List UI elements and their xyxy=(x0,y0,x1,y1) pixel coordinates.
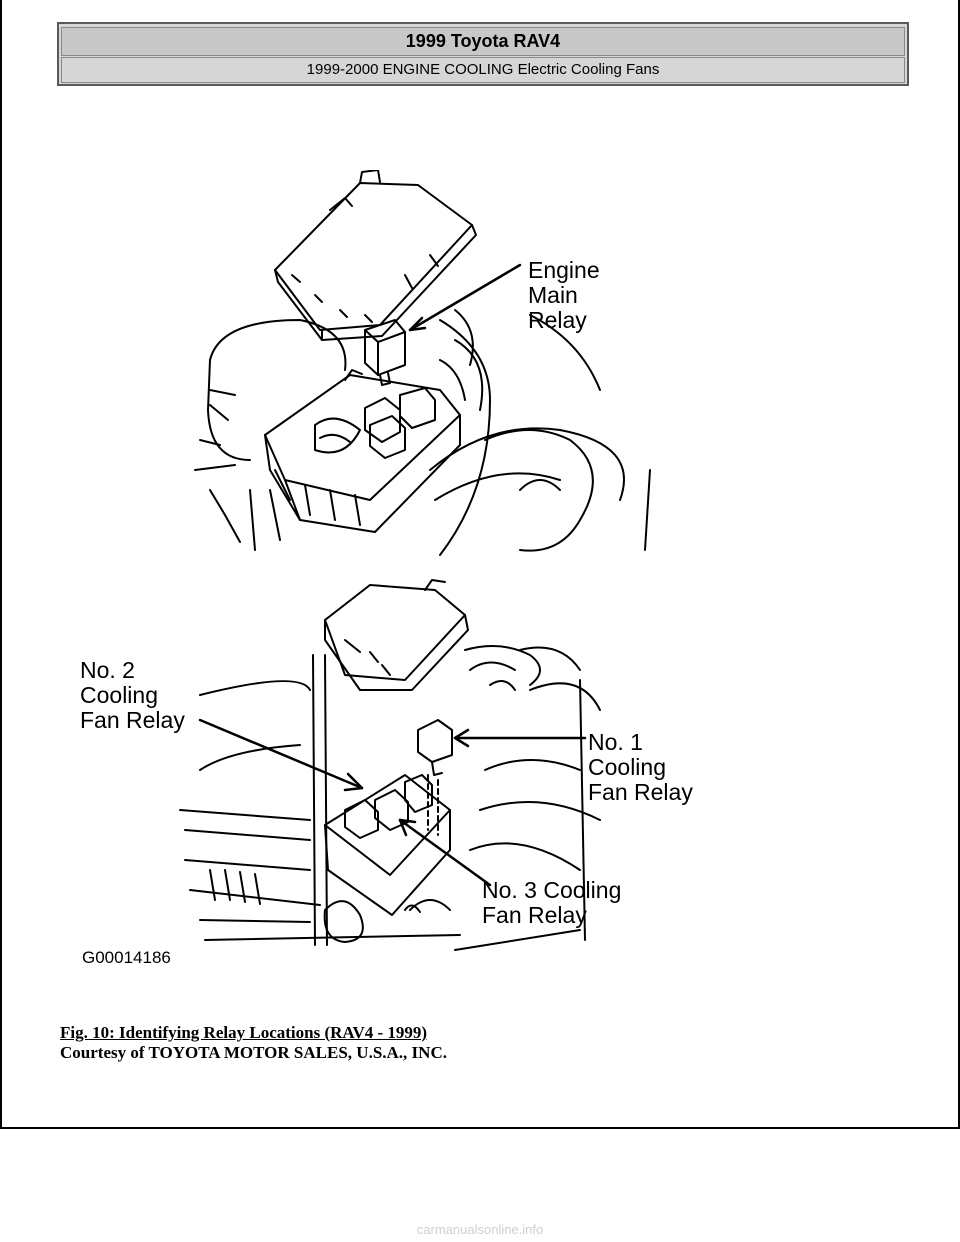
top-illustration xyxy=(194,170,651,556)
caption-credit: Courtesy of TOYOTA MOTOR SALES, U.S.A., … xyxy=(60,1043,447,1062)
relay-location-figure: Engine Main Relay No. 2 Cooling Fan Rela… xyxy=(60,170,760,980)
figure-id: G00014186 xyxy=(82,948,171,967)
document-header: 1999 Toyota RAV4 1999-2000 ENGINE COOLIN… xyxy=(57,22,909,86)
no2-cooling-fan-relay-label: No. 2 Cooling Fan Relay xyxy=(80,657,185,733)
no3-cooling-fan-relay-label: No. 3 Cooling Fan Relay xyxy=(482,877,622,928)
page-frame xyxy=(0,0,960,1129)
no1-cooling-fan-relay-label: No. 1 Cooling Fan Relay xyxy=(588,729,693,805)
document-subtitle: 1999-2000 ENGINE COOLING Electric Coolin… xyxy=(61,57,905,83)
watermark: carmanualsonline.info xyxy=(416,1222,544,1237)
figure-caption: Fig. 10: Identifying Relay Locations (RA… xyxy=(60,1023,447,1063)
caption-title[interactable]: Fig. 10: Identifying Relay Locations (RA… xyxy=(60,1023,428,1042)
relay-diagram-drawing xyxy=(179,170,651,951)
engine-main-relay-label: Engine Main Relay xyxy=(528,257,600,333)
document-title: 1999 Toyota RAV4 xyxy=(61,27,905,56)
bottom-illustration xyxy=(179,579,601,951)
